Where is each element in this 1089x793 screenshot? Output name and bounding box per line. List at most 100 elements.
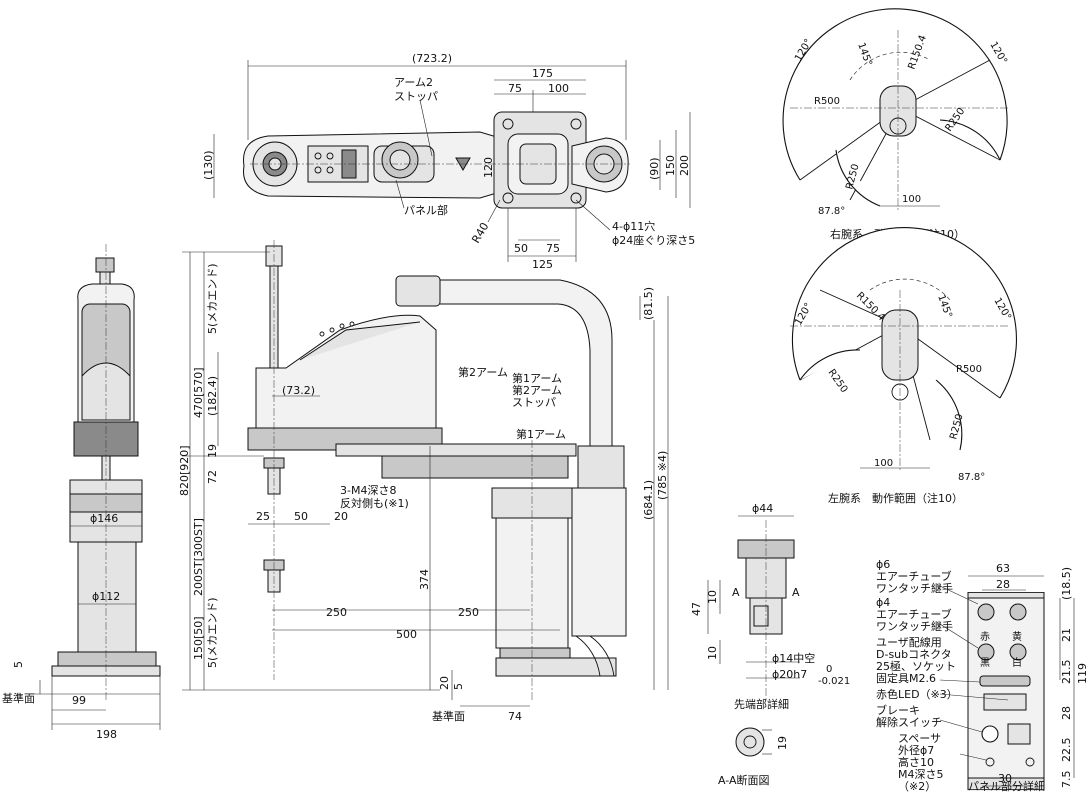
side-v-684: (684.1) <box>642 480 655 520</box>
panel-l1-3: ワンタッチ継手 <box>876 581 953 595</box>
top-dim-50: 50 <box>514 242 528 255</box>
left-range-caption: 左腕系 動作範囲（注10） <box>828 491 963 505</box>
panel-color-red: 赤 <box>980 631 990 643</box>
front-base-label: 基準面 <box>2 691 35 705</box>
panel-l6-2: 外径ϕ7 <box>898 744 934 757</box>
top-dim-120: 120 <box>482 157 495 178</box>
panel-dim-215: 21.5 <box>1060 660 1073 685</box>
top-dim-130: (130) <box>202 150 215 180</box>
front-dim-99: 99 <box>72 694 86 707</box>
tip-v-10a: 10 <box>706 590 719 604</box>
front-dim-198: 198 <box>96 728 117 741</box>
side-h-500: 500 <box>396 628 417 641</box>
tip-hollow: ϕ14中空 <box>772 651 815 665</box>
tip-tol-lo: -0.021 <box>818 676 850 687</box>
panel-l3-3: 25極、ソケット <box>876 659 956 673</box>
right-r500: R500 <box>814 96 840 107</box>
tip-dia-44: ϕ44 <box>752 502 773 515</box>
panel-l5-1: ブレーキ <box>876 703 920 717</box>
panel-l3-1: ユーザ配線用 <box>876 635 942 649</box>
panel-l6-1: スペーサ <box>898 732 941 745</box>
panel-l6-3: 高さ10 <box>898 755 934 769</box>
side-v-20: 20 <box>438 676 451 690</box>
panel-l2-1: ϕ4 <box>876 596 890 609</box>
panel-dim-185: (18.5) <box>1060 567 1073 600</box>
panel-l2-2: エアーチューブ <box>876 607 952 621</box>
panel-dim-63: 63 <box>996 562 1010 575</box>
side-m4-1: 3-M4深さ8 <box>340 484 396 497</box>
panel-dim-119: 119 <box>1076 663 1089 684</box>
panel-l3-2: D-subコネクタ <box>876 648 952 661</box>
top-overall-length: (723.2) <box>412 52 452 65</box>
panel-l6-5: （※2） <box>898 780 936 793</box>
side-v-5: 5 <box>452 683 465 690</box>
panel-l6-4: M4深さ5 <box>898 768 944 781</box>
panel-l5-2: 解除スイッチ <box>876 715 942 729</box>
side-v-820: 820[920] <box>178 445 191 496</box>
side-label-2nd-stopper-1: 第2アーム <box>512 383 562 397</box>
panel-dim-21: 21 <box>1060 628 1073 642</box>
side-h-25: 25 <box>256 510 270 523</box>
top-view: (723.2) 175 75 100 (130) 120 (90) 150 20… <box>202 52 695 271</box>
side-v-470: 470[570] <box>192 367 205 418</box>
side-h-250a: 250 <box>326 606 347 619</box>
top-label-panel: パネル部 <box>404 203 448 217</box>
top-hole-2: ϕ24座ぐり深さ5 <box>612 233 695 247</box>
tip-section-dim: 19 <box>776 736 789 750</box>
side-v-200st: 200ST[300ST] <box>192 518 205 596</box>
left-angle-878: 87.8° <box>958 472 985 483</box>
tip-caption: 先端部詳細 <box>734 697 789 711</box>
top-dim-150: 150 <box>664 155 677 176</box>
left-range-diagram: 120° 120° 145° R150.4 R500 R250 R250 100… <box>790 227 1017 505</box>
top-dim-90: (90) <box>648 157 661 180</box>
side-h-250b: 250 <box>458 606 479 619</box>
panel-detail: 63 28 (18.5) 21 21.5 119 28 22.5 7.5 30 … <box>876 558 1089 793</box>
panel-dim-75: 7.5 <box>1060 771 1073 789</box>
panel-l3-4: 固定具M2.6 <box>876 671 936 685</box>
right-range-diagram: 120° 120° 145° R150.4 R500 R250 R250 100… <box>782 8 1010 241</box>
front-dim-146: ϕ146 <box>90 512 118 525</box>
side-label-2nd-stopper-2: ストッパ <box>512 396 556 409</box>
panel-color-white: 白 <box>1012 656 1022 669</box>
side-m4-2: 反対側も(※1) <box>340 496 409 510</box>
panel-color-black: 黒 <box>980 657 990 669</box>
tip-tol-hi: 0 <box>826 664 832 675</box>
side-label-2nd-arm: 第2アーム <box>458 365 508 379</box>
side-h-50: 50 <box>294 510 308 523</box>
right-angle-878: 87.8° <box>818 206 845 217</box>
side-label-1st-arm-a: 第1アーム <box>512 371 562 385</box>
tip-section-a2: A <box>792 586 800 599</box>
side-v-785: (785 ※4) <box>656 451 669 500</box>
front-view: ϕ146 ϕ112 5 99 198 基準面 <box>2 244 161 741</box>
panel-l1-2: エアーチューブ <box>876 569 952 583</box>
top-dim-125: 125 <box>532 258 553 271</box>
panel-color-yellow: 黄 <box>1012 630 1022 643</box>
tip-detail: ϕ44 47 10 10 A A ϕ14中空 ϕ20h7 0 -0.021 先端… <box>690 502 850 787</box>
panel-dim-225: 22.5 <box>1060 738 1073 763</box>
side-h-73: (73.2) <box>282 384 315 397</box>
top-dim-100: 100 <box>548 82 569 95</box>
top-dim-75b: 75 <box>546 242 560 255</box>
top-label-arm2: アーム2 <box>394 76 433 89</box>
panel-dim-28b: 28 <box>1060 706 1073 720</box>
side-v-72: 72 <box>206 470 219 484</box>
tip-v-10b: 10 <box>706 646 719 660</box>
panel-dim-28: 28 <box>996 578 1010 591</box>
side-base-label: 基準面 <box>432 709 465 723</box>
side-v-815: (81.5) <box>642 287 655 320</box>
tip-v-47: 47 <box>690 602 703 616</box>
side-v-mechend-top: 5(メカエンド) <box>206 263 219 334</box>
panel-caption: パネル部分詳細 <box>968 779 1045 793</box>
tip-section-a1: A <box>732 586 740 599</box>
panel-l2-3: ワンタッチ継手 <box>876 619 953 633</box>
side-v-19: 19 <box>206 444 219 458</box>
tip-section-caption: A-A断面図 <box>718 773 770 787</box>
left-r500: R500 <box>956 364 982 375</box>
side-h-20: 20 <box>334 510 348 523</box>
panel-dim-30: 30 <box>998 772 1012 785</box>
side-h-74: 74 <box>508 710 522 723</box>
panel-l1-1: ϕ6 <box>876 558 890 571</box>
tip-shaft: ϕ20h7 <box>772 668 807 681</box>
side-view: 5(メカエンド) 470[570] 820[920] 200ST[300ST] … <box>178 240 669 723</box>
